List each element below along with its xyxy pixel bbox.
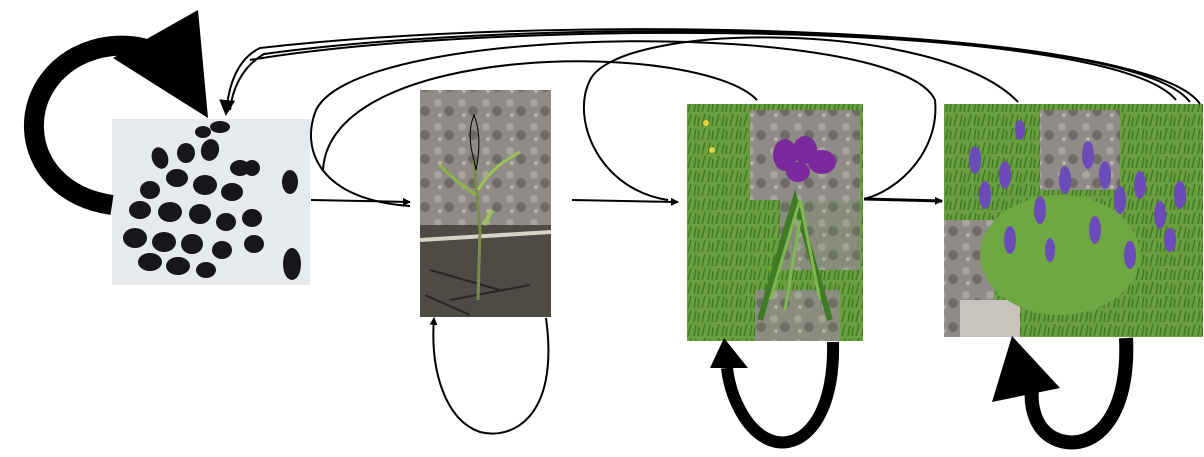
arrow-juvenile-stasis-head-icon bbox=[710, 338, 748, 368]
seedling-photo-icon bbox=[420, 90, 551, 317]
arrow-seedling-stasis bbox=[433, 318, 548, 434]
adult-flowering-plant-photo-icon bbox=[944, 104, 1203, 337]
arrow-adult-stasis-head-icon bbox=[992, 336, 1060, 402]
arrow-juvenile-to-adult bbox=[864, 199, 942, 201]
arrow-juvenile-stasis bbox=[727, 342, 833, 442]
seeds-photo-icon bbox=[112, 119, 310, 285]
juvenile-plant-photo-icon bbox=[687, 104, 863, 341]
arrow-seed-stasis-head-icon bbox=[113, 10, 208, 118]
arrow-seedling-to-juvenile bbox=[572, 200, 678, 202]
arrow-seed-to-seedling bbox=[311, 200, 410, 202]
